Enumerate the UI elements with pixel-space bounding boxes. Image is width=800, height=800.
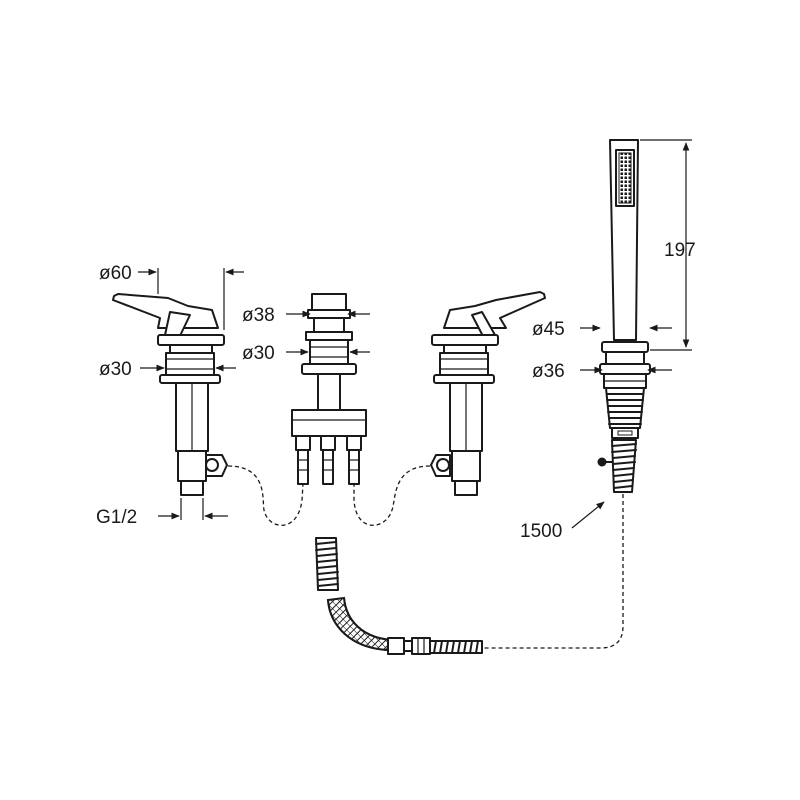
shower-hose-start <box>611 439 637 493</box>
spout-pipe-2 <box>322 449 334 485</box>
right-mixer-nut <box>439 352 489 376</box>
right-mixer-collar <box>443 344 487 354</box>
label-hose-length: 1500 <box>520 521 562 542</box>
label-spout-top-diameter: ø38 <box>242 305 275 326</box>
diverter-hose <box>315 537 483 655</box>
right-connection <box>353 465 431 526</box>
label-left-thread: G1/2 <box>96 507 137 528</box>
left-mixer <box>112 293 228 496</box>
spout-pipe-3 <box>348 449 360 485</box>
left-mixer-flange <box>159 374 221 384</box>
label-left-body-diameter: ø30 <box>99 359 132 380</box>
spout-port-2 <box>320 435 336 451</box>
right-mixer-outlet-nut <box>430 454 451 477</box>
label-left-top-diameter: ø60 <box>99 263 132 284</box>
shower-connection <box>484 494 624 649</box>
label-spout-body-diameter: ø30 <box>242 343 275 364</box>
spout-shank <box>317 373 341 411</box>
right-mixer-lower <box>451 450 481 482</box>
right-mixer <box>430 291 546 496</box>
diverter-hose-nut-3 <box>411 637 431 655</box>
connection-lines <box>227 465 624 649</box>
spout-nut <box>309 339 349 365</box>
diverter-hose-end <box>315 537 339 591</box>
label-shower-body-diameter: ø36 <box>532 361 565 382</box>
diverter-hose-tail <box>429 640 483 654</box>
dimension-lines <box>138 139 692 529</box>
left-mixer-tail <box>180 480 204 496</box>
left-connection <box>227 465 304 526</box>
spout-top <box>311 293 347 311</box>
spout-neck <box>313 317 345 333</box>
diverter-hose-nut-2 <box>403 640 413 652</box>
shower-holder-cap <box>601 341 649 353</box>
left-mixer-collar <box>169 344 213 354</box>
diverter-hose-coils <box>315 541 339 587</box>
shower-hose-coils <box>611 443 637 489</box>
shower-holder-flange <box>599 363 651 375</box>
right-mixer-lever <box>443 291 546 329</box>
diverter-hose-tail-coils <box>433 640 479 654</box>
spout-block <box>291 409 367 437</box>
right-mixer-tail <box>454 480 478 496</box>
spout-port-3 <box>346 435 362 451</box>
spout-pipe-1 <box>297 449 309 485</box>
diverter-hose-nut-1 <box>387 637 405 655</box>
left-mixer-cap <box>157 334 225 346</box>
spout-ring-1 <box>307 309 351 319</box>
left-mixer-lower <box>177 450 207 482</box>
label-shower-height: 197 <box>664 240 696 261</box>
spout-port-1 <box>295 435 311 451</box>
left-mixer-nut <box>165 352 215 376</box>
label-shower-holder-diameter: ø45 <box>532 319 565 340</box>
spout <box>291 293 367 485</box>
hand-shower-nozzles <box>618 152 632 204</box>
right-mixer-flange <box>433 374 495 384</box>
dimension-labels: ø60 ø30 G1/2 ø38 ø30 ø45 ø36 197 1500 <box>96 240 696 542</box>
right-mixer-cap <box>431 334 499 346</box>
hand-shower <box>597 139 651 493</box>
left-mixer-lever <box>112 293 219 329</box>
shower-thread-lines <box>606 393 644 425</box>
left-mixer-outlet-nut <box>205 454 228 477</box>
spout-flange <box>301 363 357 375</box>
shower-holder-ring <box>605 351 645 365</box>
spout-ring-2 <box>305 331 353 341</box>
